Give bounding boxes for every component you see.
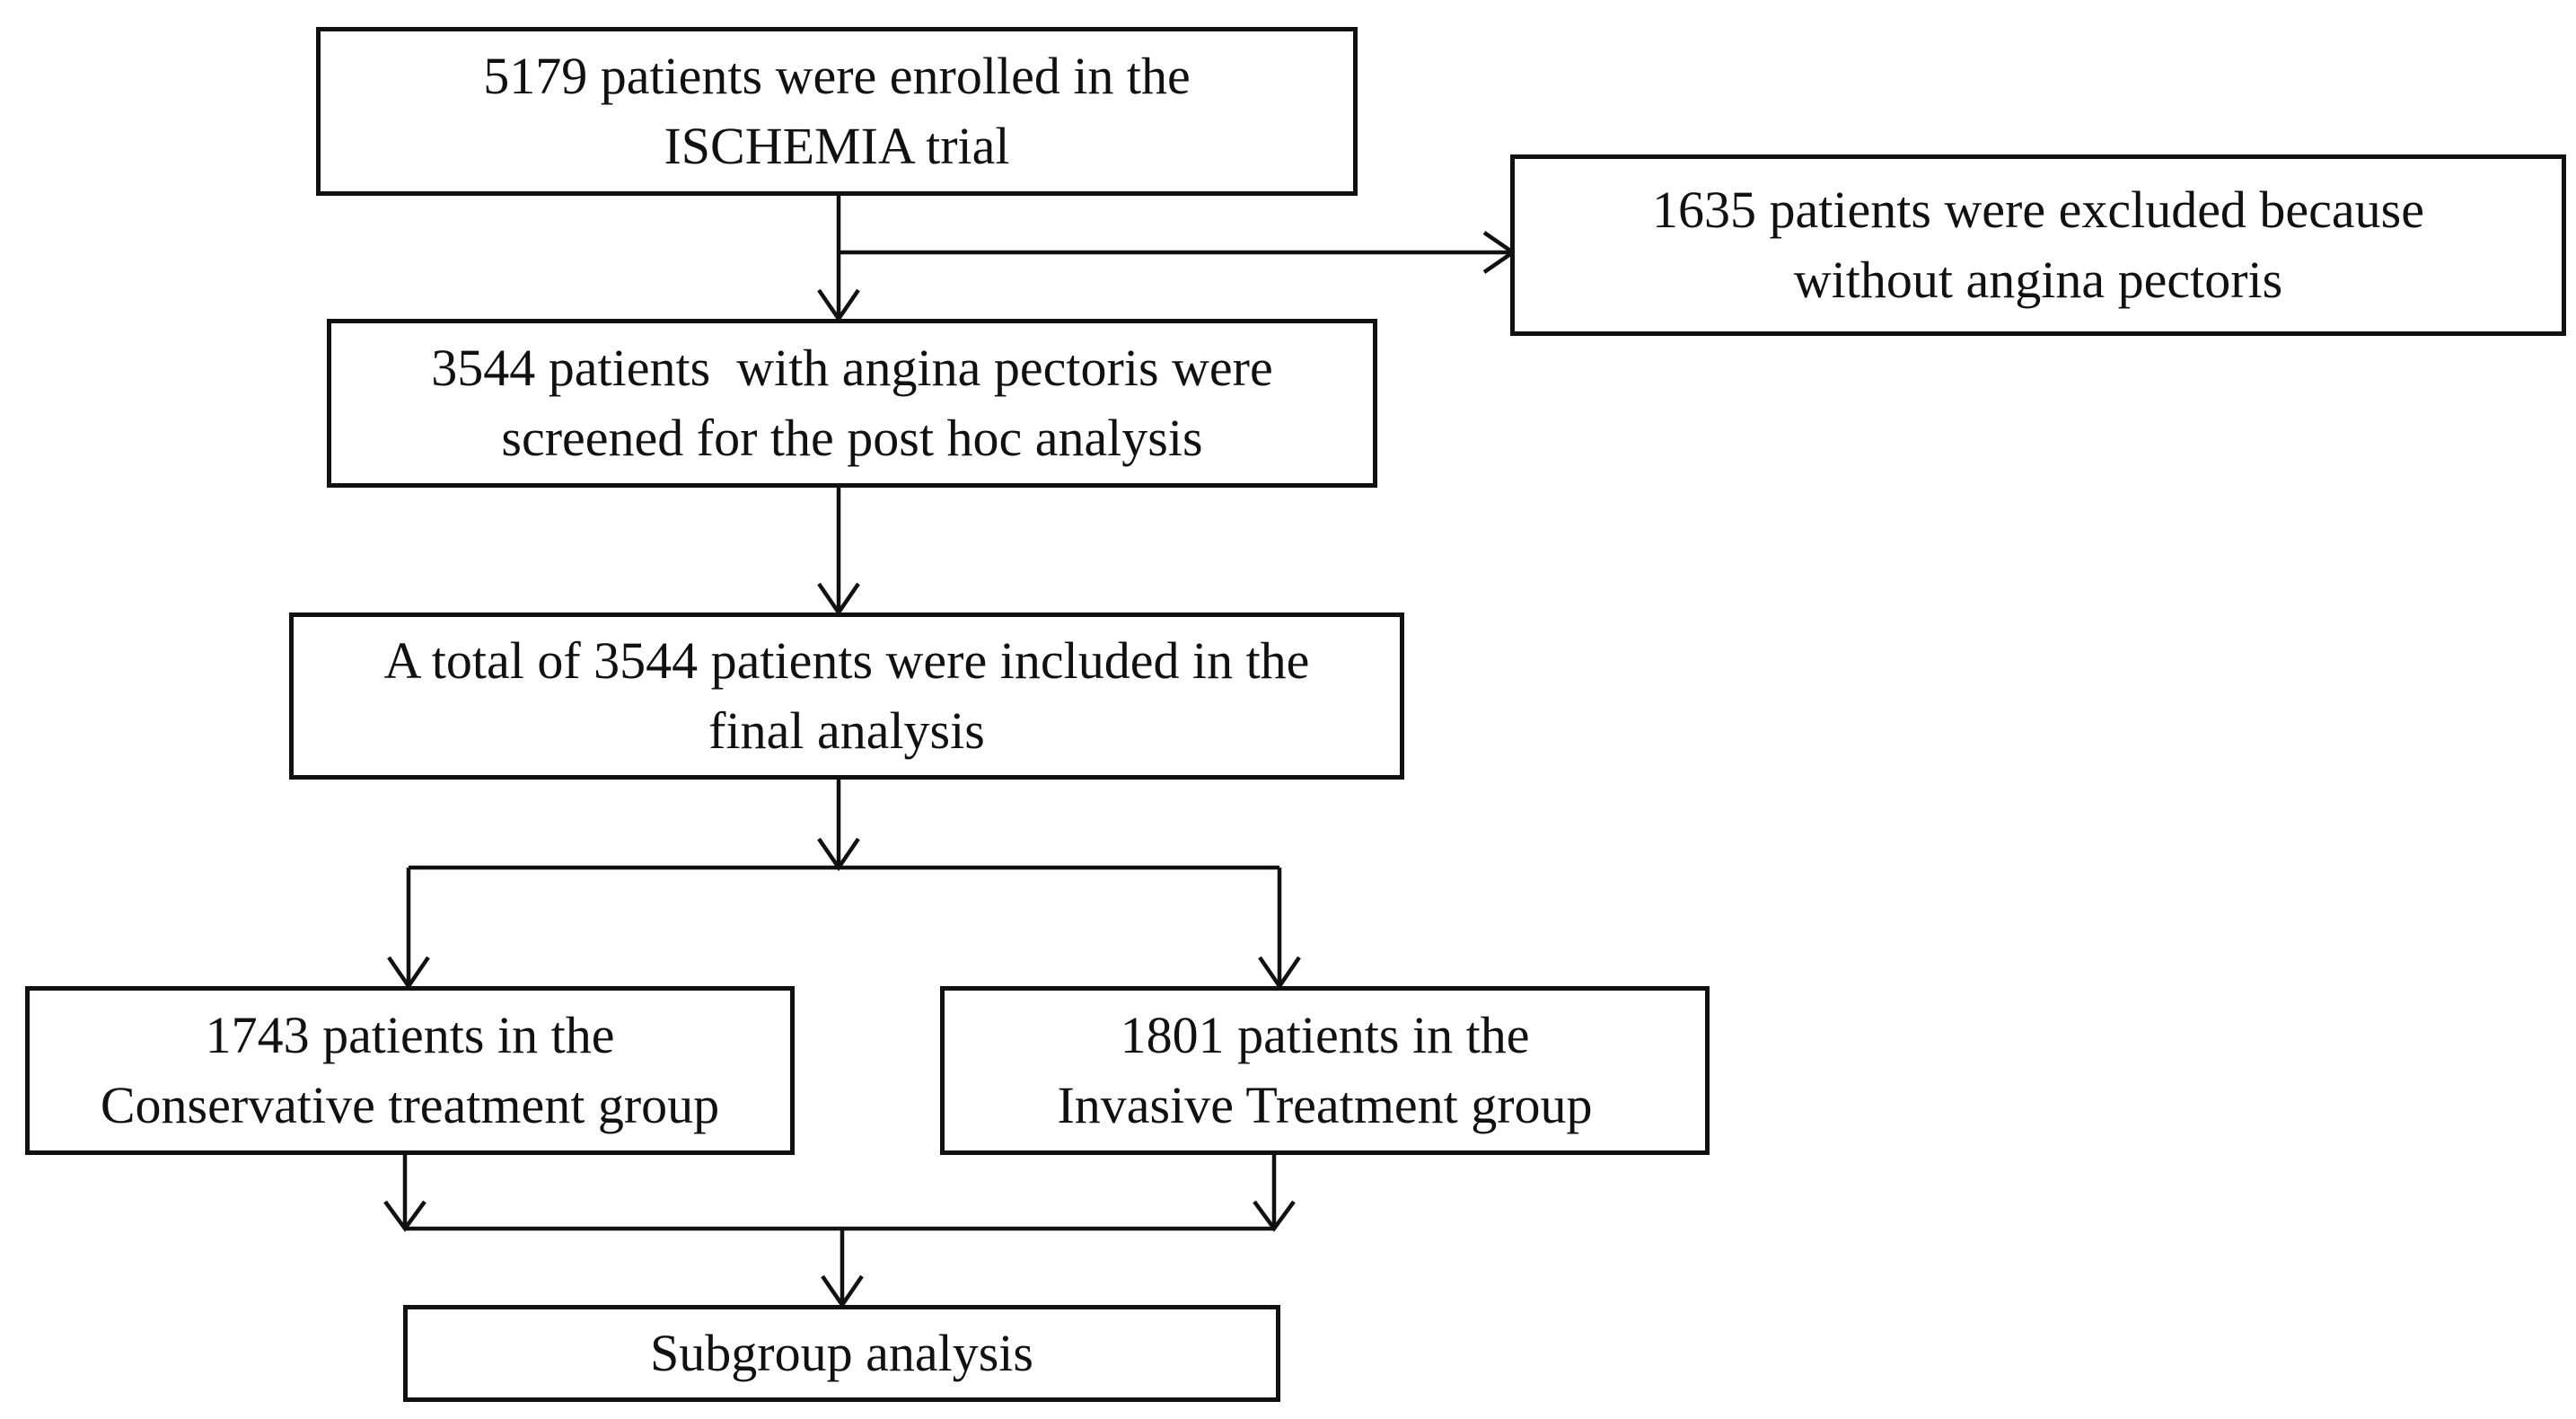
node-invasive-line-1: 1801 patients in the — [1120, 1006, 1530, 1064]
node-conservative-line-2: Conservative treatment group — [100, 1076, 720, 1134]
node-enrolled-line-1: 5179 patients were enrolled in the — [483, 47, 1191, 105]
node-excluded: 1635 patients were excluded because with… — [1510, 154, 2566, 336]
node-included-line-1: A total of 3544 patients were included i… — [383, 631, 1310, 690]
node-subgroup-line-1: Subgroup analysis — [650, 1324, 1033, 1382]
node-screened: 3544 patients with angina pectoris were … — [327, 319, 1377, 488]
node-included-line-2: final analysis — [708, 701, 985, 760]
node-screened-line-2: screened for the post hoc analysis — [501, 409, 1203, 467]
node-conservative: 1743 patients in the Conservative treatm… — [25, 986, 795, 1155]
node-included: A total of 3544 patients were included i… — [289, 613, 1404, 780]
node-enrolled-line-2: ISCHEMIA trial — [664, 117, 1010, 175]
node-conservative-line-1: 1743 patients in the — [205, 1006, 615, 1064]
node-subgroup: Subgroup analysis — [403, 1305, 1280, 1402]
node-invasive: 1801 patients in the Invasive Treatment … — [940, 986, 1710, 1155]
node-screened-line-1: 3544 patients with angina pectoris were — [431, 339, 1273, 397]
node-invasive-line-2: Invasive Treatment group — [1057, 1076, 1593, 1134]
node-excluded-line-2: without angina pectoris — [1793, 251, 2283, 309]
node-enrolled: 5179 patients were enrolled in the ISCHE… — [316, 27, 1358, 196]
node-excluded-line-1: 1635 patients were excluded because — [1652, 181, 2424, 239]
